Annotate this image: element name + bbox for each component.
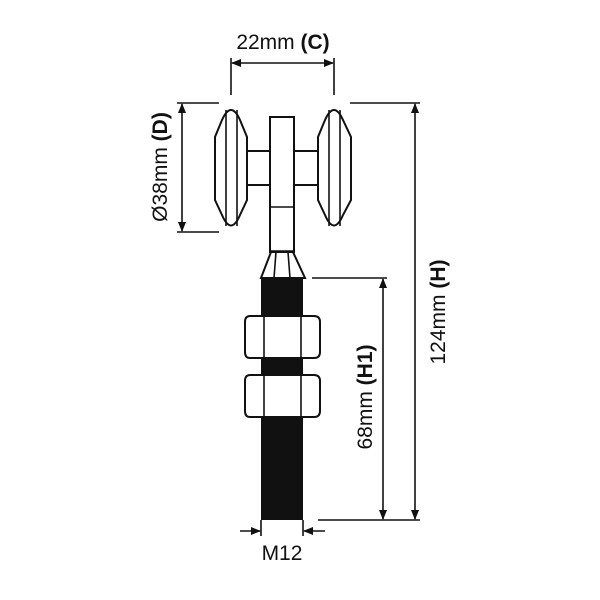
dimension-c: 22mm (C) <box>230 31 335 95</box>
dimension-thread: M12 <box>240 520 325 565</box>
dimension-thread-label: M12 <box>262 542 303 565</box>
nut-lower <box>244 374 321 418</box>
center-body <box>259 116 307 279</box>
dimension-h1-label: 68mm (H1) <box>354 344 377 449</box>
dimension-h1: 68mm (H1) <box>312 277 387 520</box>
dimension-c-label: 22mm (C) <box>236 31 329 54</box>
nut-upper <box>244 315 321 359</box>
dimension-h: 124mm (H) <box>318 102 450 521</box>
axle <box>247 150 318 186</box>
right-wheel <box>317 109 352 227</box>
dimension-d-label: Ø38mm (D) <box>149 112 172 222</box>
dimension-h-label: 124mm (H) <box>427 259 450 364</box>
dimension-d: Ø38mm (D) <box>149 102 219 233</box>
left-wheel <box>214 109 248 227</box>
